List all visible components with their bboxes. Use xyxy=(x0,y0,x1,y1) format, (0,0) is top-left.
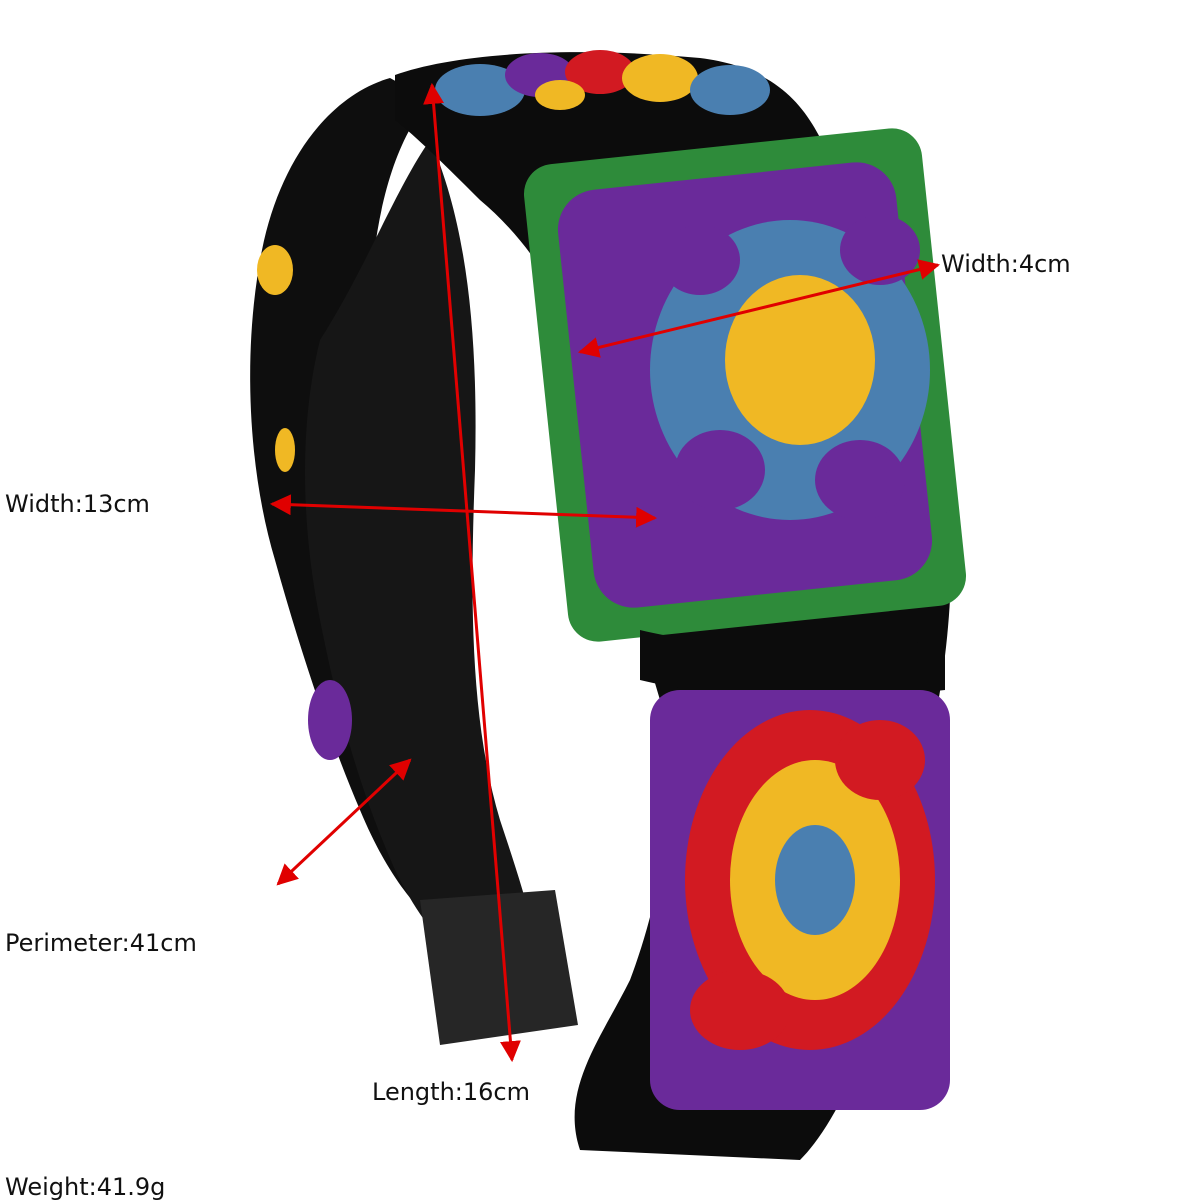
crochet-granny-square-upper xyxy=(523,128,967,642)
weight-label: Weight:41.9g xyxy=(5,1173,166,1201)
width-13cm-label: Width:13cm xyxy=(5,490,150,518)
crochet-top-strip xyxy=(435,50,770,116)
length-label: Length:16cm xyxy=(372,1078,530,1106)
width-4cm-label: Width:4cm xyxy=(941,250,1071,278)
length-arrow xyxy=(423,82,521,1063)
width-small-arrow xyxy=(577,259,941,358)
width-large-arrow xyxy=(269,494,658,528)
perimeter-arrow xyxy=(276,758,412,886)
headband xyxy=(250,50,967,1161)
perimeter-label: Perimeter:41cm xyxy=(5,929,197,957)
measurement-arrows xyxy=(269,82,941,1063)
crochet-granny-square-lower xyxy=(650,690,950,1110)
